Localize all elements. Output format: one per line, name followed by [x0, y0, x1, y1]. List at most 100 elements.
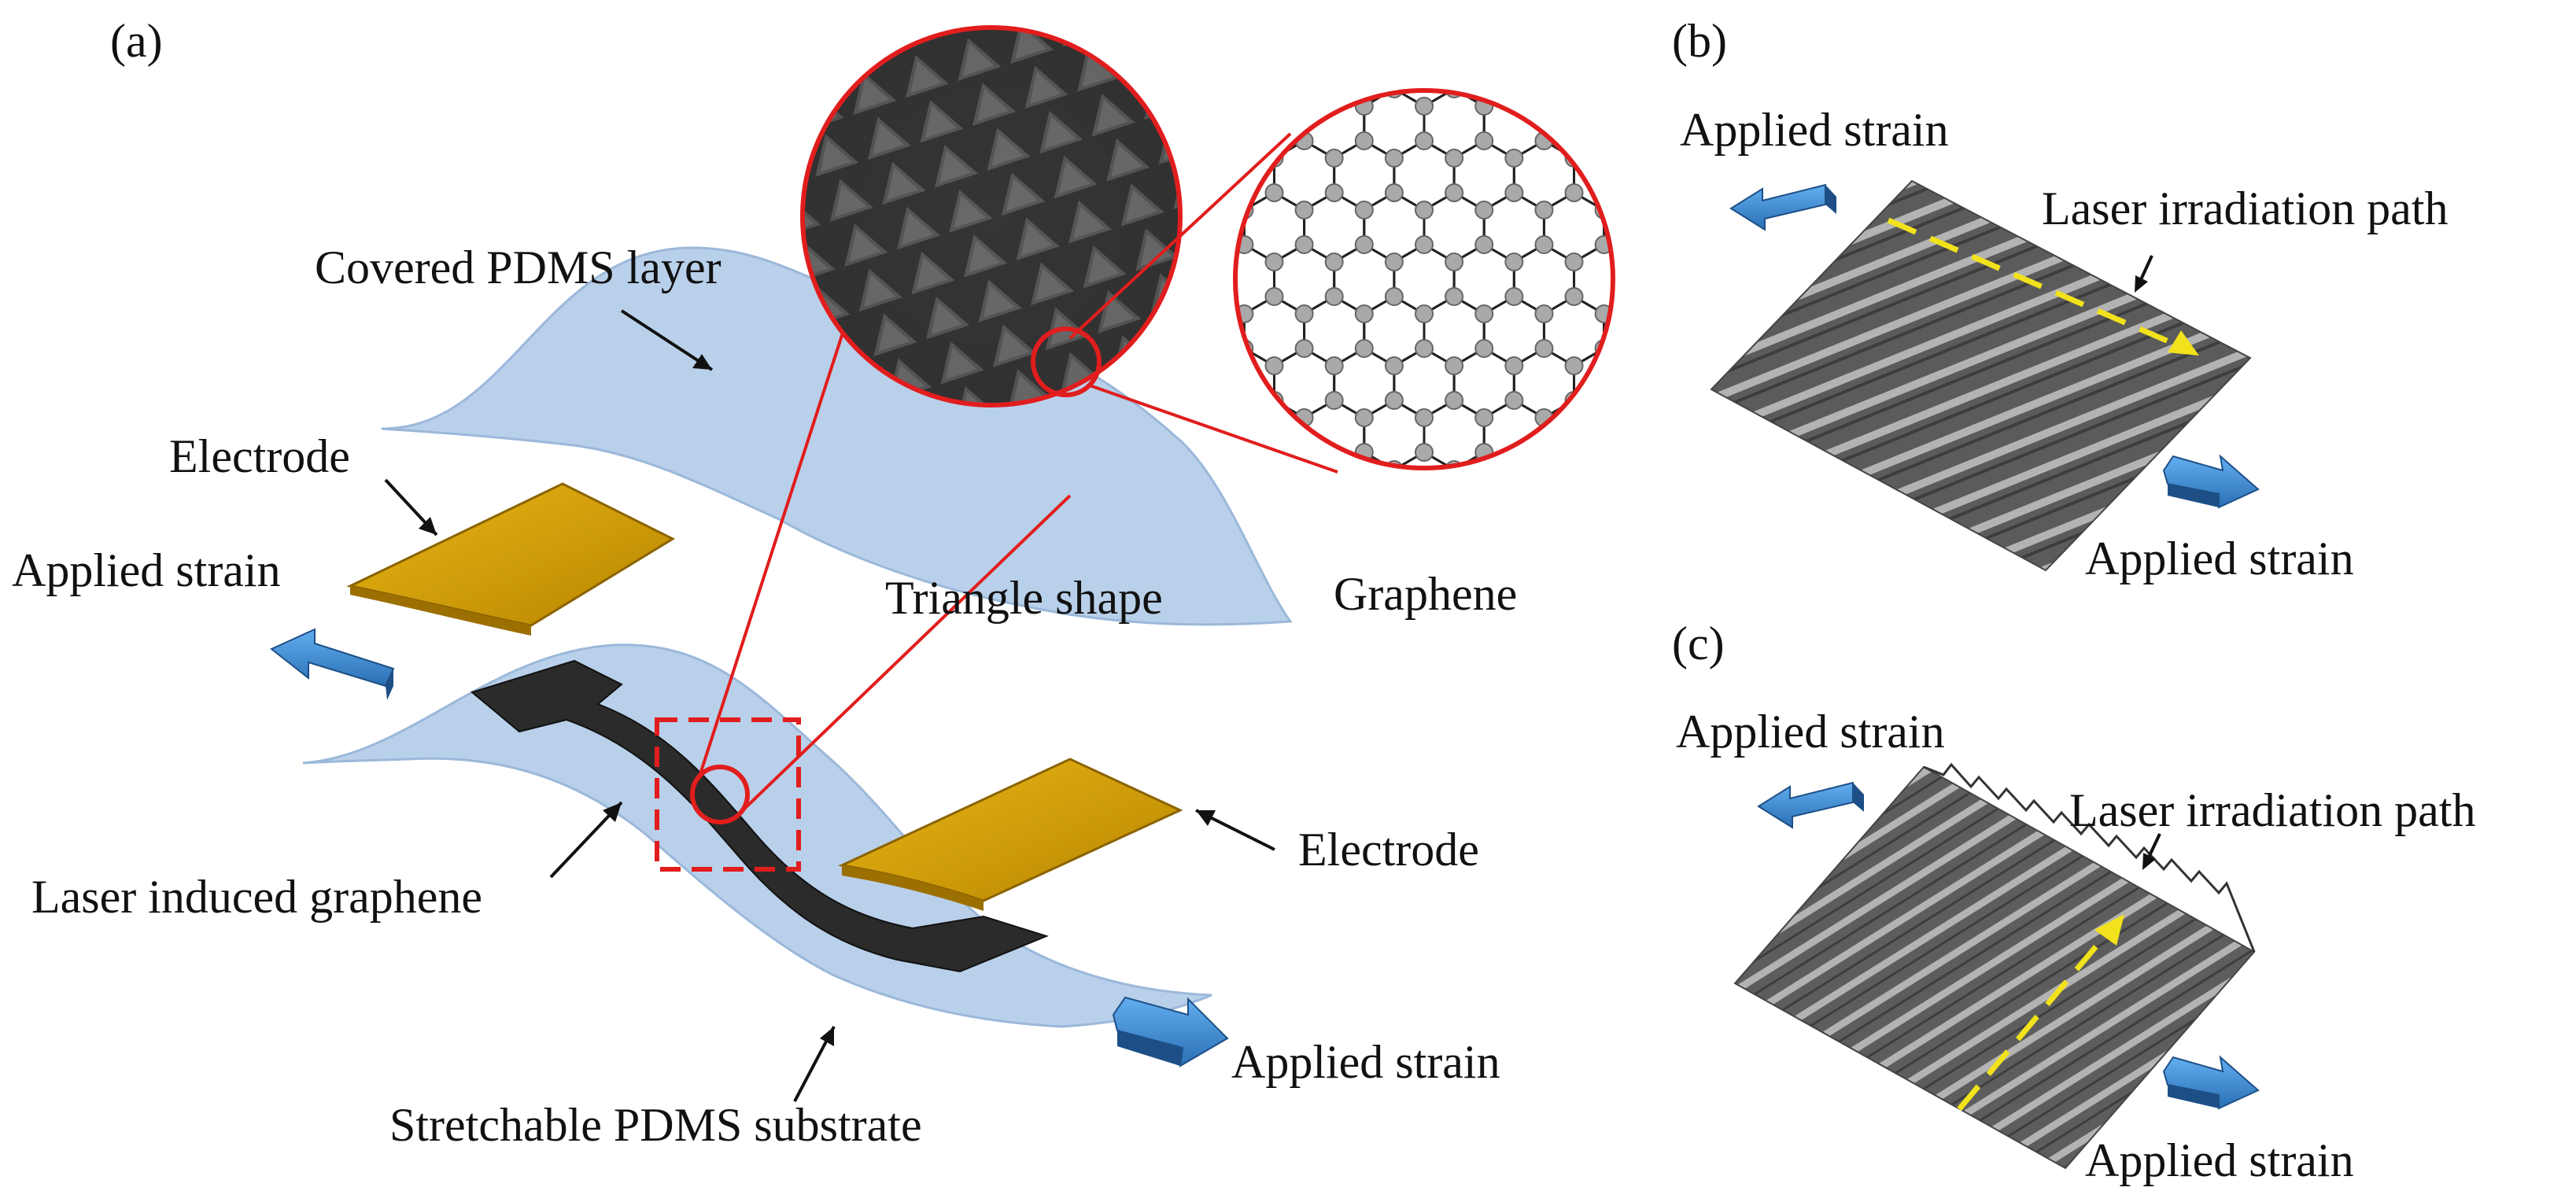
carbon-atom	[1264, 287, 1284, 306]
carbon-atom	[1594, 408, 1613, 427]
laser-path-arrow-c	[1957, 934, 2107, 1112]
label-applied-strain-left: Applied strain	[12, 544, 281, 596]
carbon-atom	[1775, 236, 1792, 253]
carbon-atom	[1475, 548, 1493, 565]
carbon-atom	[1745, 253, 1762, 271]
carbon-atom	[1805, 46, 1822, 63]
covered-pdms-layer	[381, 246, 1293, 626]
carbon-atom	[1866, 184, 1883, 201]
carbon-atom	[1775, 617, 1792, 634]
carbon-atom	[1415, 131, 1434, 150]
carbon-atom	[1235, 97, 1254, 116]
carbon-atom	[1564, 287, 1584, 306]
sem-zoom-circle	[800, 25, 1183, 407]
carbon-atom	[1745, 669, 1762, 686]
strain-arrow-b-top	[1729, 183, 1836, 231]
carbon-atom	[1324, 253, 1344, 271]
carbon-atom	[1296, 0, 1313, 11]
carbon-atom	[1685, 565, 1703, 582]
carbon-atom	[1596, 28, 1613, 46]
carbon-atom	[1626, 184, 1643, 201]
carbon-atom	[1475, 28, 1493, 46]
carbon-atom	[1265, 496, 1282, 513]
carbon-atom	[1535, 617, 1552, 634]
carbon-atom	[1685, 357, 1703, 374]
carbon-atom	[1534, 339, 1554, 358]
carbon-atom	[1294, 201, 1314, 219]
label-c-applied-strain-top: Applied strain	[1676, 706, 1945, 758]
carbon-atom	[1626, 461, 1643, 478]
carbon-atom	[1655, 28, 1673, 46]
carbon-atom	[1895, 651, 1913, 669]
carbon-atom	[1745, 461, 1762, 478]
carbon-atom	[1205, 46, 1223, 63]
label-electrode-left: Electrode	[169, 430, 350, 482]
carbon-atom	[1866, 565, 1883, 582]
carbon-atom	[1626, 288, 1643, 305]
carbon-atom	[1535, 0, 1552, 11]
carbon-atom	[1626, 357, 1643, 374]
carbon-atom	[1745, 80, 1762, 98]
carbon-atom	[1205, 253, 1223, 271]
carbon-atom	[1296, 513, 1313, 530]
carbon-atom	[1116, 28, 1133, 46]
carbon-atom	[996, 0, 1013, 11]
carbon-atom	[1326, 669, 1343, 686]
carbon-atom	[1715, 305, 1733, 323]
carbon-atom	[1324, 149, 1344, 168]
carbon-atom	[1504, 391, 1524, 410]
carbon-atom	[1655, 340, 1673, 357]
carbon-atom	[1294, 339, 1314, 358]
carbon-atom	[1384, 253, 1404, 271]
carbon-atom	[1175, 28, 1193, 46]
carbon-atom	[996, 651, 1013, 669]
carbon-atom	[1356, 513, 1373, 530]
carbon-atom	[1354, 304, 1374, 323]
carbon-atom	[1384, 356, 1404, 375]
carbon-atom	[1835, 651, 1852, 669]
carbon-atom	[1415, 513, 1433, 530]
carbon-atom	[1655, 201, 1673, 219]
carbon-atom	[1116, 0, 1133, 11]
panel-label-a: (a)	[110, 15, 163, 67]
carbon-atom	[1445, 183, 1464, 202]
carbon-atom	[1805, 599, 1822, 617]
carbon-atom	[1596, 548, 1613, 565]
panel-label-c: (c)	[1672, 618, 1725, 669]
carbon-atom	[1504, 149, 1524, 168]
carbon-atom	[1866, 599, 1883, 617]
label-stretchable-pdms-substrate: Stretchable PDMS substrate	[389, 1099, 922, 1151]
carbon-atom	[1384, 149, 1404, 168]
carbon-atom	[1715, 444, 1733, 461]
carbon-atom	[1715, 548, 1733, 565]
carbon-atom	[1775, 651, 1792, 669]
carbon-atom	[1474, 131, 1494, 150]
carbon-atom	[1264, 90, 1284, 98]
carbon-atom	[1685, 288, 1703, 305]
carbon-atom	[1354, 131, 1374, 150]
carbon-atom	[1775, 513, 1792, 530]
carbon-atom	[1685, 496, 1703, 513]
carbon-atom	[1384, 391, 1404, 410]
carbon-atom	[1086, 669, 1103, 686]
carbon-atom	[1296, 28, 1313, 46]
carbon-atom	[1835, 28, 1852, 46]
carbon-atom	[1026, 669, 1043, 686]
carbon-atom	[1596, 513, 1613, 530]
carbon-atom	[1835, 0, 1852, 11]
carbon-atom	[1626, 149, 1643, 167]
carbon-atom	[1745, 496, 1762, 513]
carbon-atom	[1235, 0, 1253, 11]
carbon-atom	[1775, 548, 1792, 565]
carbon-atom	[1564, 460, 1584, 468]
carbon-atom	[1895, 28, 1913, 46]
carbon-atom	[1534, 97, 1554, 116]
carbon-atom	[1445, 356, 1464, 375]
carbon-atom	[1504, 356, 1524, 375]
label-b-laser-path: Laser irradiation path	[2042, 183, 2448, 234]
strain-arrow-c-bottom	[2162, 1055, 2260, 1110]
carbon-atom	[1866, 669, 1883, 686]
carbon-atom	[1264, 183, 1284, 202]
carbon-atom	[1264, 460, 1284, 468]
carbon-atom	[1445, 253, 1464, 271]
